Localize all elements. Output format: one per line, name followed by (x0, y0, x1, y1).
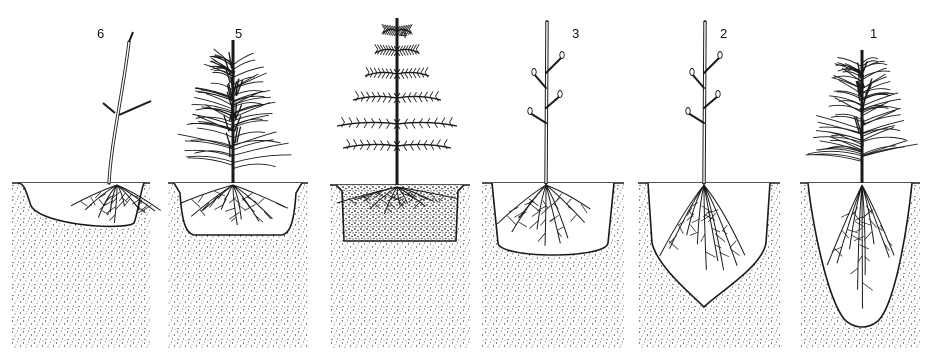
deciduous-tree (528, 22, 564, 183)
planting-panel-4: 4 (330, 18, 470, 349)
planting-panel-1: 1 (800, 26, 920, 349)
planting-panel-5: 5 (168, 26, 308, 349)
pine-tree (806, 50, 918, 183)
panel-number: 6 (97, 26, 104, 41)
planting-panel-3: 3 (482, 22, 624, 349)
planting-panel-2: 2 (638, 22, 780, 349)
pine-tree (178, 40, 292, 183)
panel-number: 5 (235, 26, 242, 41)
fir-tree (337, 18, 457, 185)
deciduous-tree (686, 22, 722, 183)
deciduous-tree (103, 32, 151, 183)
planting-hole (336, 185, 464, 241)
panel-number: 3 (572, 26, 579, 41)
panel-number: 1 (870, 26, 877, 41)
panel-number: 2 (720, 26, 727, 41)
planting-panel-6: 6 (12, 26, 161, 349)
panel-number: 4 (400, 26, 407, 41)
